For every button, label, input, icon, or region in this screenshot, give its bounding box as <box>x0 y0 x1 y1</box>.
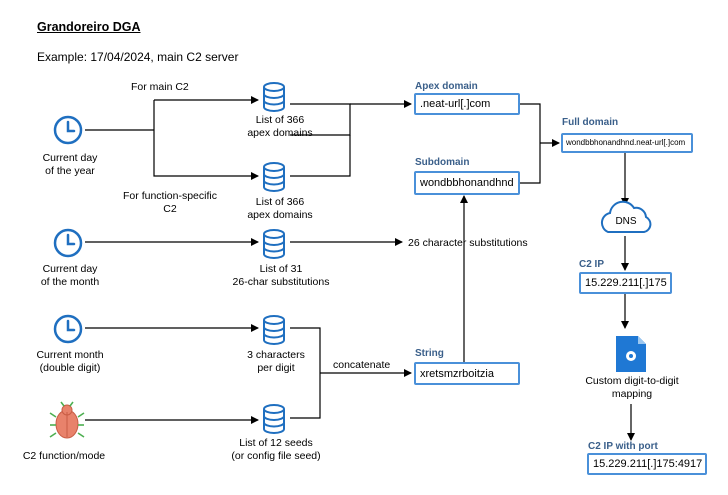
apex-domain-value: .neat-url[.]com <box>414 93 520 115</box>
full-domain-header: Full domain <box>562 117 619 128</box>
c2-ip-port-header: C2 IP with port <box>588 441 658 452</box>
c2-ip-value: 15.229.211[.]175 <box>579 272 672 294</box>
gear-document-icon <box>616 336 646 372</box>
subdomain-header: Subdomain <box>415 157 470 168</box>
database-icon <box>263 162 285 192</box>
database-icon <box>263 404 285 434</box>
database-icon <box>263 229 285 259</box>
full-domain-value: wondbbhonandhnd.neat-url[.]com <box>561 133 693 153</box>
substitutions-edge-label: 26 character substitutions <box>408 237 528 249</box>
diagram-title: Grandoreiro DGA <box>37 20 141 34</box>
database-icon <box>263 315 285 345</box>
database-icon <box>263 82 285 112</box>
db-seeds-label: List of 12 seeds(or config file seed) <box>231 437 321 462</box>
example-caption: Example: 17/04/2024, main C2 server <box>37 50 239 64</box>
bug-icon <box>49 401 85 439</box>
string-header: String <box>415 348 444 359</box>
cloud-icon <box>600 200 652 233</box>
input-month: Current month(double digit) <box>36 349 104 374</box>
concatenate-edge-label: concatenate <box>333 359 391 371</box>
c2-ip-port-value: 15.229.211[.]175:4917 <box>587 453 707 475</box>
edges <box>85 96 635 441</box>
c2-ip-header: C2 IP <box>579 259 605 270</box>
clock-icon <box>53 115 83 145</box>
input-function: C2 function/mode <box>22 450 106 462</box>
string-value: xretsmzrboitzia <box>414 362 520 385</box>
branch-main-label: For main C2 <box>131 81 189 93</box>
apex-domain-header: Apex domain <box>415 81 478 92</box>
subdomain-value: wondbbhonandhnd <box>414 171 520 195</box>
clock-icon <box>53 228 83 258</box>
dns-label: DNS <box>615 216 637 227</box>
clock-icon <box>53 314 83 344</box>
